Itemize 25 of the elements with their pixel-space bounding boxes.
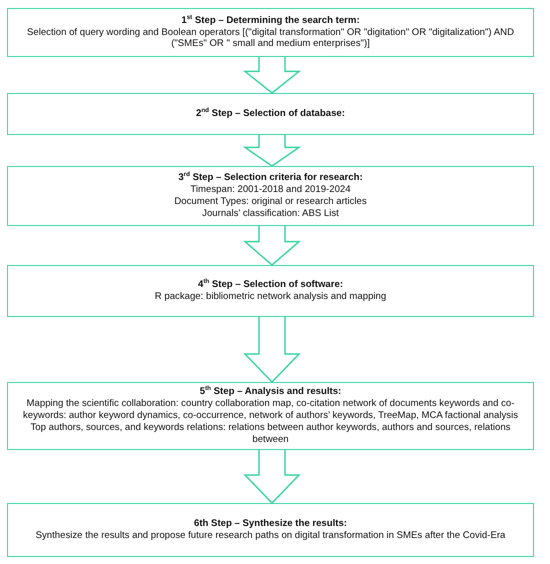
step-heading: 1$^{st}$ Step – Determining the search term: xyxy=(181,14,360,26)
step-heading: 6th Step – Synthesize the results: xyxy=(194,518,347,530)
block-arrow xyxy=(243,449,301,504)
step-box xyxy=(7,503,534,557)
step-description: Synthesize the results and propose future research paths on digital transformation in SMEs after the Covid-Era xyxy=(36,530,506,542)
step-box xyxy=(7,93,534,135)
step-heading: 2$^{nd}$ Step – Selection of database: xyxy=(196,108,345,120)
step-heading: 3$^{rd}$ Step – Selection criteria for research: xyxy=(178,172,363,184)
step-heading: 4$^{th}$ Step – Selection of software: xyxy=(198,279,344,291)
step-box xyxy=(7,382,534,450)
step-description: R package: bibliometric network analysis and mapping xyxy=(154,291,386,303)
step-description: Journals’ classification: ABS List xyxy=(202,208,339,220)
step-description: Timespan: 2001-2018 and 2019-2024 xyxy=(190,184,351,196)
block-arrow xyxy=(242,134,302,167)
step-box xyxy=(7,265,534,317)
step-box xyxy=(7,166,534,226)
step-description: Top authors, sources, and keywords relations: relations between author keywords, authors and sources, relations between xyxy=(30,422,512,446)
block-arrow xyxy=(242,225,302,266)
block-arrow xyxy=(243,316,301,384)
step-heading: 5$^{th}$ Step – Analysis and results: xyxy=(200,386,342,398)
step-description: Document Types: original or research articles xyxy=(174,196,367,208)
step-box xyxy=(7,8,534,57)
block-arrow xyxy=(242,56,302,94)
step-description: Mapping the scientific collaboration: country collaboration map, co-citation network of documents keywords and co-keywords: author keyword dynamics, co-occurrence, network of authors’ keywords, TreeMap, MCA factional analysis xyxy=(22,398,519,422)
step-description: Selection of query wording and Boolean operators [("digital transformation" OR "digitation" OR "digitalization") AND ("SMEs" OR " small and medium enterprises")] xyxy=(26,26,516,50)
